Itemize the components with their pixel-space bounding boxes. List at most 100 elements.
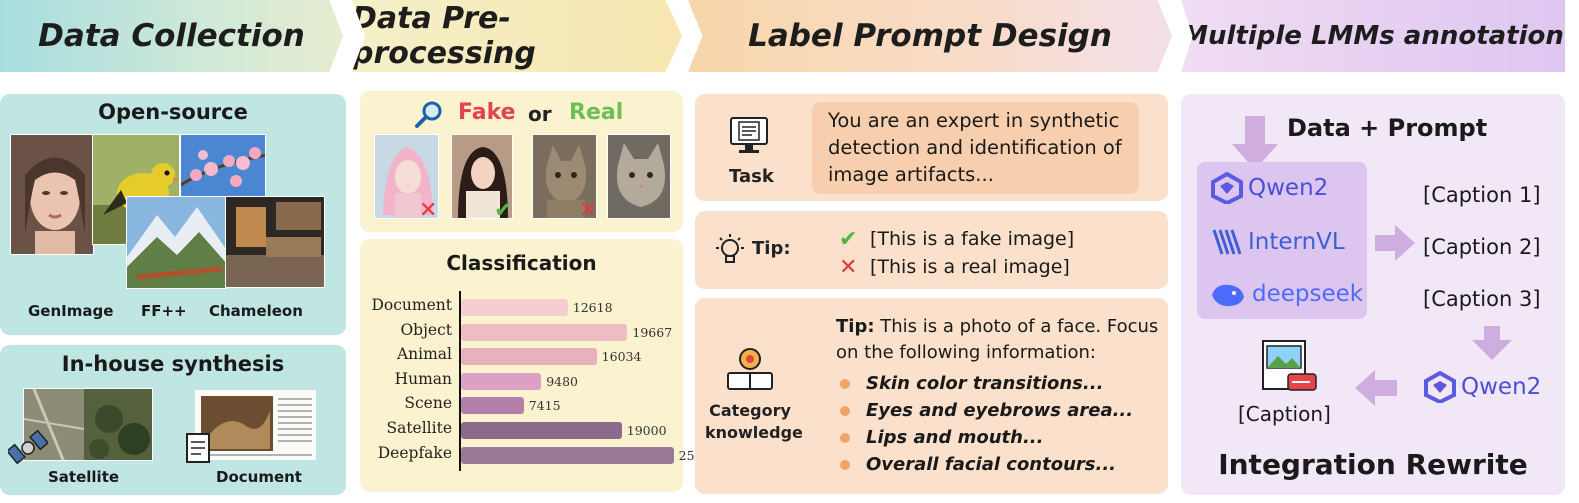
bullet-text: Lips and mouth... [866, 427, 1044, 448]
bullet-text: Eyes and eyebrows area... [866, 400, 1134, 421]
header-label-prompt-design-label: Label Prompt Design [748, 18, 1112, 54]
category-tip: Tip: This is a photo of a face. Focus on… [836, 314, 1158, 366]
bullet-text: Overall facial contours... [866, 454, 1117, 475]
category-label: Scene [404, 394, 452, 413]
bullet-item: Overall facial contours... [840, 454, 1116, 475]
real-label: Real [569, 100, 624, 125]
bullet-text: Skin color transitions... [866, 373, 1104, 394]
portrait-face-icon [11, 135, 93, 254]
qwen2-model: Qwen2 [1210, 172, 1328, 204]
bar [461, 446, 674, 464]
magnifier-icon [414, 100, 444, 134]
deepseek-model: deepseek [1210, 279, 1363, 309]
tip-real-text: [This is a real image] [870, 256, 1070, 278]
tip-x-icon: ✕ [839, 255, 858, 280]
document-image [195, 390, 316, 460]
blossom-image [180, 134, 266, 199]
tip-check-icon: ✔ [839, 227, 858, 252]
mountain-icon [127, 197, 226, 288]
bullet-dot-icon [840, 433, 850, 443]
bar [461, 323, 628, 341]
caption-image-icon [1260, 338, 1318, 400]
fake-label: Fake [458, 100, 516, 125]
bullet-dot-icon [840, 460, 850, 470]
bullet-item: Eyes and eyebrows area... [840, 400, 1133, 421]
category-label: Satellite [386, 419, 452, 437]
chameleon-label: Chameleon [209, 302, 303, 320]
down-arrow-icon [1230, 116, 1280, 176]
category-tip-prefix: Tip: [836, 316, 875, 337]
bullet-item: Skin color transitions... [840, 373, 1103, 394]
chart-y-axis [459, 291, 461, 471]
document-label: Document [216, 468, 302, 486]
internvl-logo-icon [1212, 229, 1242, 255]
inhouse-synthesis-title: In-house synthesis [61, 352, 285, 376]
bar [461, 397, 524, 415]
header-multiple-lmms-annotation-label: Multiple LMMs annotation [1182, 21, 1564, 51]
bar-value-label: 19667 [632, 324, 673, 340]
task-prompt-text: You are an expert in synthetic detection… [812, 102, 1139, 194]
final-caption: [Caption] [1238, 402, 1331, 426]
task-monitor-icon [729, 115, 769, 161]
internvl-label: InternVL [1248, 229, 1345, 255]
bar-value-label: 7415 [528, 398, 561, 414]
category-label: Animal [396, 345, 452, 364]
task-label: Task [729, 166, 774, 187]
genimage-label: GenImage [28, 302, 114, 320]
kitchen-icon [226, 197, 324, 287]
qwen-logo-icon [1211, 172, 1243, 204]
fake-face-icon [375, 135, 438, 218]
down-arrow-small-icon [1472, 326, 1512, 364]
header-multiple-lmms-annotation: Multiple LMMs annotation [1181, 0, 1565, 72]
data-prompt-label: Data + Prompt [1287, 114, 1488, 142]
fake-x-mark-icon: ✕ [419, 198, 438, 223]
knowledge-icon [725, 345, 775, 399]
category-knowledge-panel [695, 298, 1168, 494]
classification-title: Classification [446, 251, 597, 275]
satellite-image [23, 388, 153, 461]
right-arrow-icon [1375, 225, 1415, 265]
satellite-icon [5, 428, 50, 472]
deepseek-label: deepseek [1252, 281, 1364, 307]
fake-cat-icon [533, 135, 596, 218]
fake-cat-x-mark-icon: ✕ [579, 198, 598, 223]
mountain-train-image [126, 196, 227, 289]
fake-cat-image [532, 134, 597, 219]
document-page-icon [196, 391, 315, 459]
fake-face-image [374, 134, 439, 219]
category-tip-line2: on the following information: [836, 342, 1096, 363]
bar-value-label: 16034 [601, 349, 642, 365]
header-data-collection: Data Collection [0, 0, 343, 72]
open-source-title: Open-source [98, 100, 248, 124]
or-label: or [528, 102, 552, 126]
header-data-preprocessing: Data Pre-processing [352, 0, 682, 72]
satellite-label: Satellite [48, 468, 120, 486]
tip-fake-text: [This is a fake image] [870, 228, 1075, 250]
internvl-model: InternVL [1210, 226, 1345, 258]
category-label-line2: knowledge [705, 423, 803, 442]
caption-2: [Caption 2] [1423, 235, 1541, 259]
bullet-dot-icon [840, 379, 850, 389]
category-label: Human [394, 369, 452, 388]
tip-label: Tip: [752, 238, 791, 259]
category-tip-line1: This is a photo of a face. Focus [874, 316, 1159, 337]
real-cat-icon [608, 135, 670, 218]
caption-3: [Caption 3] [1423, 287, 1541, 311]
qwen2-rewriter-label: Qwen2 [1461, 374, 1542, 400]
deepseek-whale-icon [1212, 284, 1244, 307]
caption-1: [Caption 1] [1423, 183, 1541, 207]
bar-value-label: 19000 [626, 423, 667, 438]
category-label-line1: Category [709, 401, 791, 420]
bar-value-label: 12618 [572, 300, 613, 315]
document-icon [183, 432, 215, 468]
header-data-collection-label: Data Collection [38, 18, 305, 54]
qwen-rewriter-logo-icon [1424, 371, 1456, 403]
category-label: Document [371, 296, 452, 314]
kitchen-image [225, 196, 325, 288]
real-face-icon [452, 135, 512, 218]
tip-panel [695, 211, 1168, 289]
real-cat-image [607, 134, 671, 219]
bullet-dot-icon [840, 406, 850, 416]
bar [461, 348, 597, 366]
portrait-image [10, 134, 94, 255]
